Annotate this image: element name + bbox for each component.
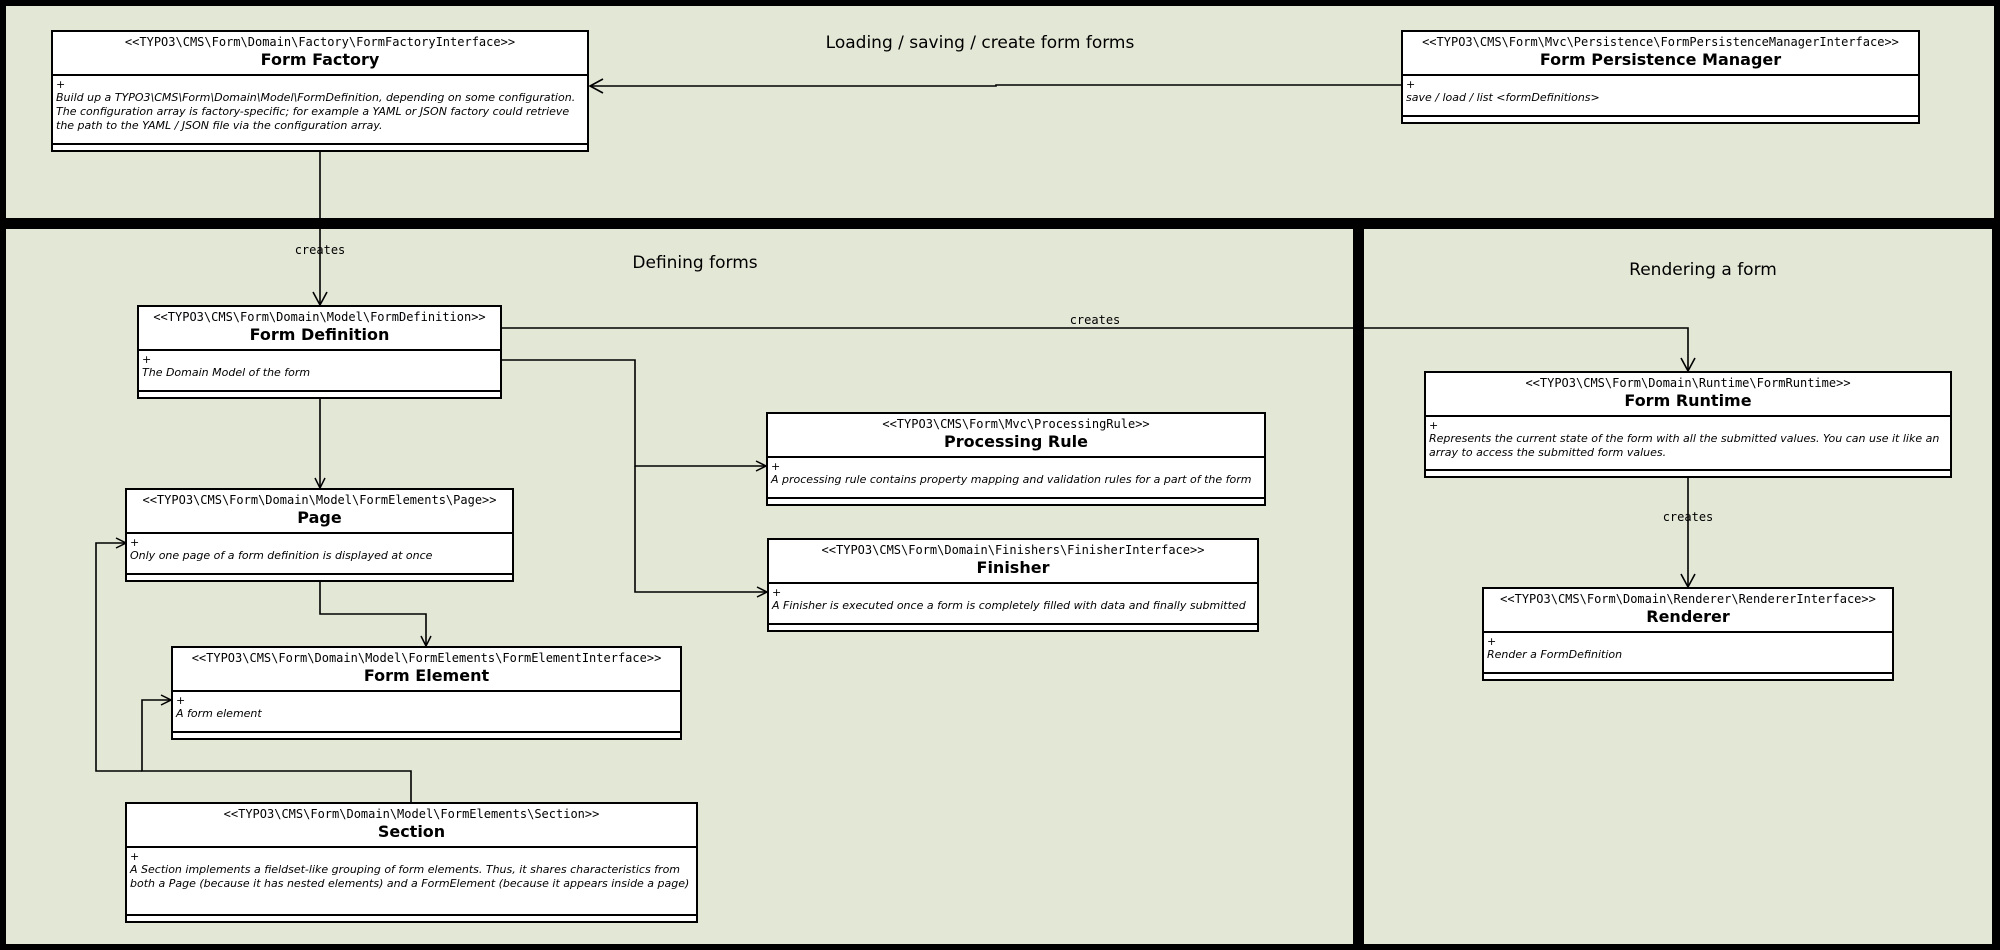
class-form-definition[interactable]: <<TYPO3\CMS\Form\Domain\Model\FormDefini… xyxy=(137,305,502,399)
panel-rendering xyxy=(1364,229,1992,944)
class-description: A Section implements a fieldset-like gro… xyxy=(130,863,690,890)
class-footer xyxy=(768,499,1264,504)
edge-persistence-to-factory xyxy=(588,78,1401,94)
edge-definition-creates-runtime xyxy=(502,327,1696,373)
plus-marker: + xyxy=(56,78,66,91)
panel-title-rendering: Rendering a form xyxy=(1629,260,1777,280)
edge-section-to-page xyxy=(95,543,142,772)
plus-marker: + xyxy=(176,694,186,707)
class-footer xyxy=(1426,471,1950,476)
class-name: Page xyxy=(297,508,342,527)
class-footer xyxy=(53,145,587,150)
class-description: Only one page of a form definition is di… xyxy=(130,549,433,562)
stereotype: <<TYPO3\CMS\Form\Domain\Runtime\FormRunt… xyxy=(1525,376,1851,390)
plus-marker: + xyxy=(142,353,152,366)
edge-page-to-form-element xyxy=(319,582,426,646)
plus-marker: + xyxy=(772,586,782,599)
class-section[interactable]: <<TYPO3\CMS\Form\Domain\Model\FormElemen… xyxy=(125,802,698,923)
plus-marker: + xyxy=(130,850,140,863)
stereotype: <<TYPO3\CMS\Form\Domain\Factory\FormFact… xyxy=(124,35,516,49)
panel-title-defining: Defining forms xyxy=(632,253,758,273)
class-name: Form Definition xyxy=(249,325,390,344)
class-description: A form element xyxy=(176,707,262,720)
stereotype: <<TYPO3\CMS\Form\Domain\Model\FormDefini… xyxy=(153,310,486,324)
class-processing-rule[interactable]: <<TYPO3\CMS\Form\Mvc\ProcessingRule>>Pro… xyxy=(766,412,1266,506)
class-form-persistence-manager[interactable]: <<TYPO3\CMS\Form\Mvc\Persistence\FormPer… xyxy=(1401,30,1920,124)
class-footer xyxy=(127,916,696,921)
stereotype: <<TYPO3\CMS\Form\Domain\Finishers\Finish… xyxy=(821,543,1205,557)
label-runtime-creates: creates xyxy=(1662,510,1714,524)
class-page[interactable]: <<TYPO3\CMS\Form\Domain\Model\FormElemen… xyxy=(125,488,514,582)
class-form-element[interactable]: <<TYPO3\CMS\Form\Domain\Model\FormElemen… xyxy=(171,646,682,740)
class-footer xyxy=(127,575,512,580)
stereotype: <<TYPO3\CMS\Form\Domain\Model\FormElemen… xyxy=(191,651,662,665)
class-form-factory[interactable]: <<TYPO3\CMS\Form\Domain\Factory\FormFact… xyxy=(51,30,589,152)
label-factory-creates: creates xyxy=(294,243,346,257)
class-name: Form Element xyxy=(363,666,490,685)
class-name: Processing Rule xyxy=(944,432,1088,451)
class-footer xyxy=(1484,674,1892,679)
plus-marker: + xyxy=(1406,78,1416,91)
plus-marker: + xyxy=(130,536,140,549)
stereotype: <<TYPO3\CMS\Form\Mvc\Persistence\FormPer… xyxy=(1422,35,1899,49)
class-description: Represents the current state of the form… xyxy=(1429,432,1940,459)
class-description: A Finisher is executed once a form is co… xyxy=(772,599,1246,612)
class-description: The Domain Model of the form xyxy=(142,366,311,379)
edge-definition-to-processing-rule xyxy=(502,359,766,466)
plus-marker: + xyxy=(1429,419,1439,432)
class-name: Section xyxy=(377,822,446,841)
class-name: Form Factory xyxy=(260,50,380,69)
plus-marker: + xyxy=(1487,635,1497,648)
class-footer xyxy=(769,625,1257,630)
class-form-runtime[interactable]: <<TYPO3\CMS\Form\Domain\Runtime\FormRunt… xyxy=(1424,371,1952,478)
class-description: save / load / list <formDefinitions> xyxy=(1406,91,1600,104)
stereotype: <<TYPO3\CMS\Form\Domain\Model\FormElemen… xyxy=(142,493,497,507)
class-renderer[interactable]: <<TYPO3\CMS\Form\Domain\Renderer\Rendere… xyxy=(1482,587,1894,681)
plus-marker: + xyxy=(771,460,781,473)
class-description: Render a FormDefinition xyxy=(1487,648,1623,661)
stereotype: <<TYPO3\CMS\Form\Domain\Renderer\Rendere… xyxy=(1500,592,1876,606)
panel-title-loading: Loading / saving / create form forms xyxy=(825,33,1135,53)
class-finisher[interactable]: <<TYPO3\CMS\Form\Domain\Finishers\Finish… xyxy=(767,538,1259,632)
class-name: Finisher xyxy=(976,558,1050,577)
stereotype: <<TYPO3\CMS\Form\Mvc\ProcessingRule>> xyxy=(882,417,1150,431)
class-footer xyxy=(173,733,680,738)
class-footer xyxy=(139,392,500,397)
class-description: Build up a TYPO3\CMS\Form\Domain\Model\F… xyxy=(56,91,576,132)
edge-definition-to-finisher xyxy=(634,466,767,592)
class-name: Renderer xyxy=(1646,607,1730,626)
stereotype: <<TYPO3\CMS\Form\Domain\Model\FormElemen… xyxy=(223,807,600,821)
class-footer xyxy=(1403,117,1918,122)
class-name: Form Runtime xyxy=(1624,391,1752,410)
label-definition-creates: creates xyxy=(1069,313,1121,327)
class-name: Form Persistence Manager xyxy=(1539,50,1782,69)
class-description: A processing rule contains property mapp… xyxy=(771,473,1252,486)
